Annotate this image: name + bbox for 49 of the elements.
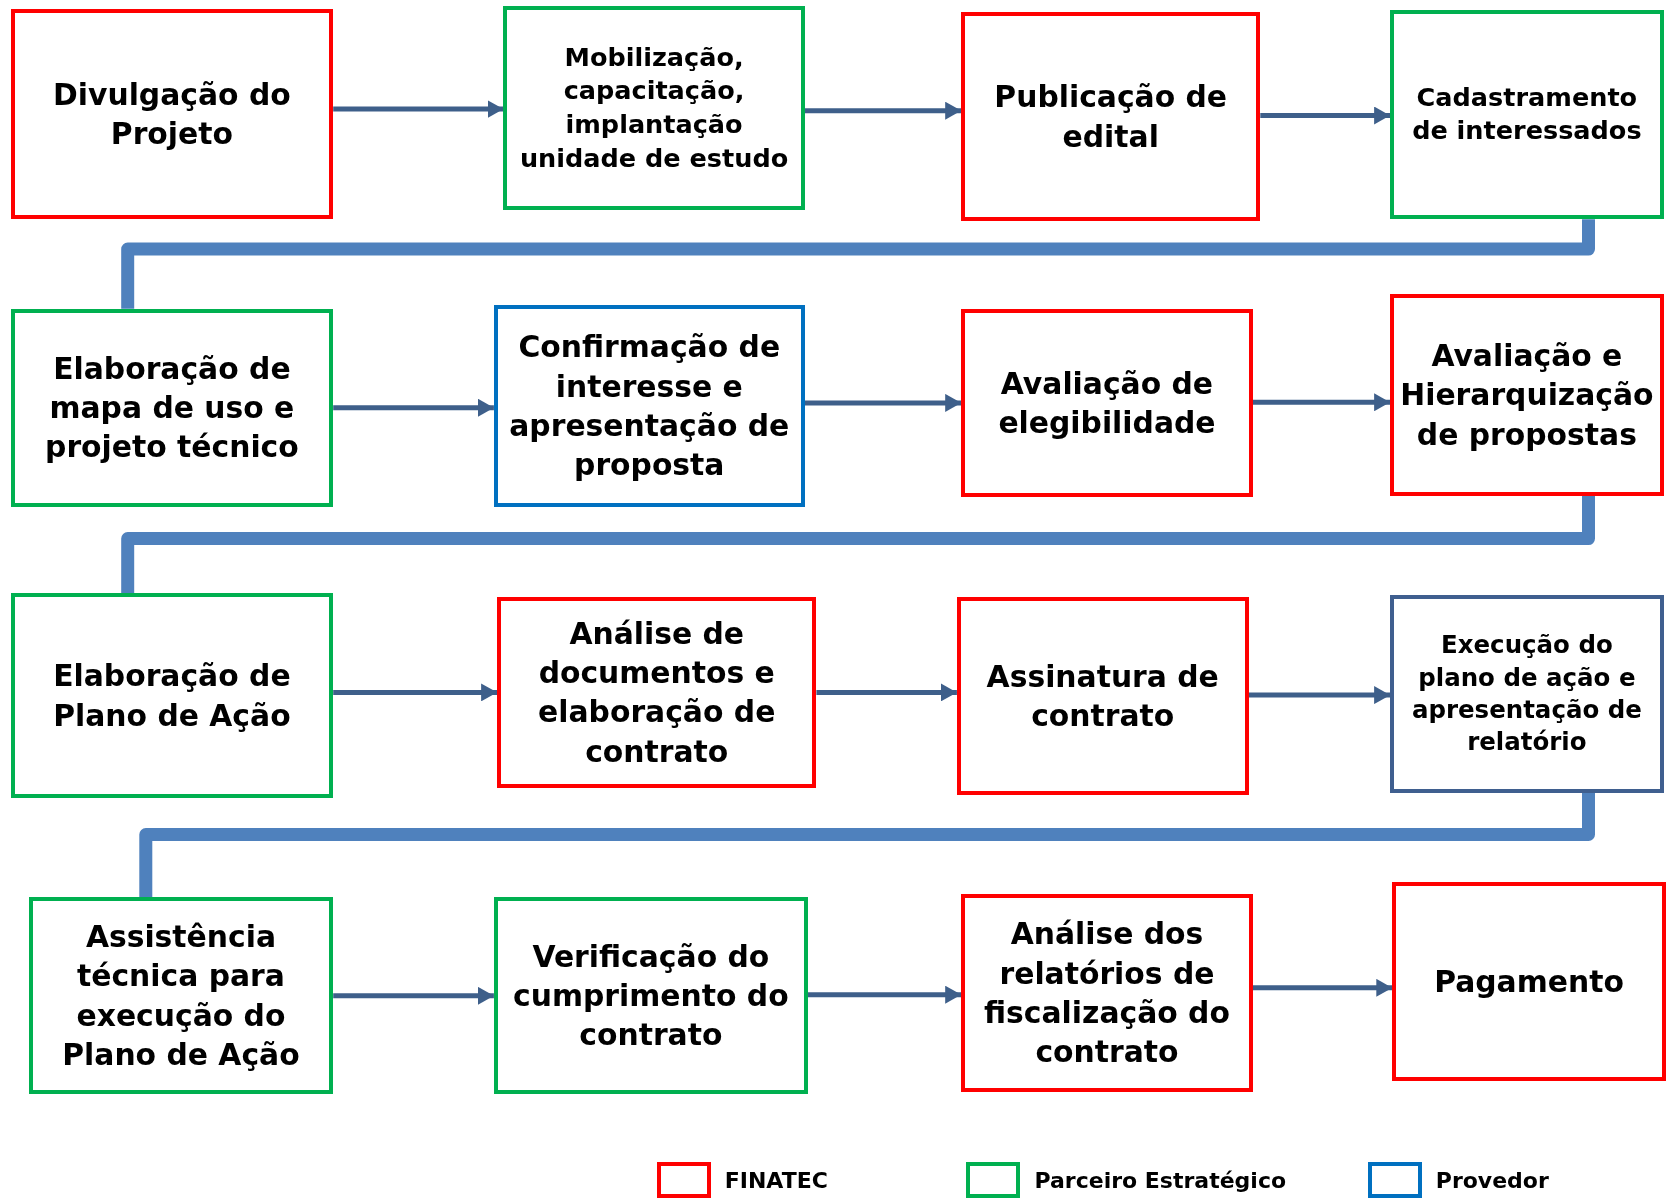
process-box [961,894,1253,1093]
arrow [1252,978,1393,997]
arrow [807,985,962,1004]
arrow [1252,393,1391,412]
arrow [804,393,962,412]
process-box [10,308,334,507]
process-box [503,6,805,210]
box-label: Publicação de edital [993,78,1229,156]
connector-line [121,219,1595,309]
box-label: Execução do plano de ação e apresentação de relatório [1410,629,1643,759]
box-label: Avaliação e Hierarquização de propostas [1400,336,1654,454]
box-label: Elaboração de Plano de Ação [52,657,292,735]
arrow [1260,106,1391,125]
arrow [333,100,504,119]
process-box [10,592,334,799]
box-label: Análise dos relatórios de fiscalização do contrato [983,915,1231,1072]
process-box [956,597,1249,796]
arrow [804,101,962,120]
connector-line [139,793,1595,898]
process-box [961,11,1261,222]
box-label: Pagamento [1434,963,1624,1002]
process-box [497,597,817,788]
box-label: Verificação do cumprimento do contrato [512,937,790,1055]
box-label: Assinatura de contrato [985,657,1220,736]
box-label: Cadastramento de interessados [1411,80,1643,148]
process-box [961,308,1253,498]
process-box [1392,882,1666,1082]
arrow [333,398,494,417]
box-label: Elaboração de mapa de uso e projeto técnico [44,349,300,467]
box-label: Mobilização, capacitação, implantação unidade de estudo [518,40,790,175]
process-box [10,8,334,220]
box-label: Assistência técnica para execução do Plano de Ação [61,918,301,1075]
arrow [333,683,498,702]
process-box [1390,595,1664,793]
box-label: Avaliação de elegibilidade [997,364,1217,442]
legend-label: Provedor [1435,1167,1549,1193]
legend-label: Parceiro Estratégico [1034,1167,1287,1193]
process-box [1390,9,1664,220]
process-box [493,897,808,1095]
box-label: Análise de documentos e elaboração de contrato [537,614,777,771]
arrow [816,683,957,702]
process-box [28,897,334,1095]
process-box [493,305,805,507]
box-label: Confirmação de interesse e apresentação de proposta [508,328,791,485]
process-box [1390,293,1664,496]
box-label: Divulgação do Projeto [52,75,292,153]
arrow [333,986,494,1005]
arrow [1248,686,1391,705]
legend-label: FINATEC [724,1167,828,1193]
